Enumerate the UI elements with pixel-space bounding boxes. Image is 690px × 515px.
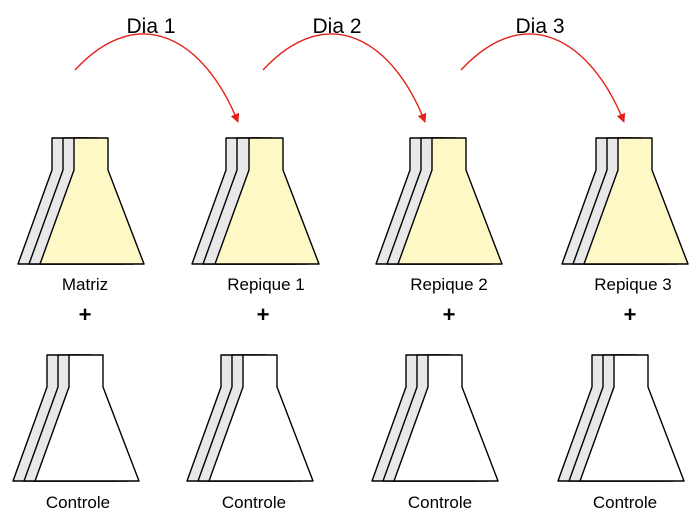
control-flask-1 <box>12 354 140 482</box>
control-label-4: Controle <box>593 493 657 512</box>
plus-sign-2: + <box>257 302 270 327</box>
culture-flask-repique-1 <box>191 137 320 265</box>
control-flask-2 <box>186 354 314 482</box>
flask-label-repique-3: Repique 3 <box>594 275 672 294</box>
culture-flask-repique-2 <box>375 137 503 265</box>
culture-flask-matriz <box>17 137 145 265</box>
culture-flask-repique-3 <box>561 137 689 265</box>
day-label-3: Dia 3 <box>515 15 564 38</box>
control-label-2: Controle <box>222 493 286 512</box>
day-label-2: Dia 2 <box>312 15 361 38</box>
control-flask-3 <box>371 354 499 482</box>
control-label-1: Controle <box>46 493 110 512</box>
day-label-1: Dia 1 <box>126 15 175 38</box>
flask-label-repique-1: Repique 1 <box>227 275 305 294</box>
day-3-arrow <box>460 33 626 123</box>
control-flask-4 <box>557 354 685 482</box>
control-label-3: Controle <box>408 493 472 512</box>
plus-sign-1: + <box>79 302 92 327</box>
transfer-arrows <box>74 33 626 123</box>
plus-sign-3: + <box>443 302 456 327</box>
flask-label-matriz: Matriz <box>62 275 108 294</box>
flask-label-repique-2: Repique 2 <box>410 275 488 294</box>
day-1-arrow <box>74 33 240 123</box>
day-2-arrow <box>262 33 427 123</box>
plus-sign-4: + <box>624 302 637 327</box>
